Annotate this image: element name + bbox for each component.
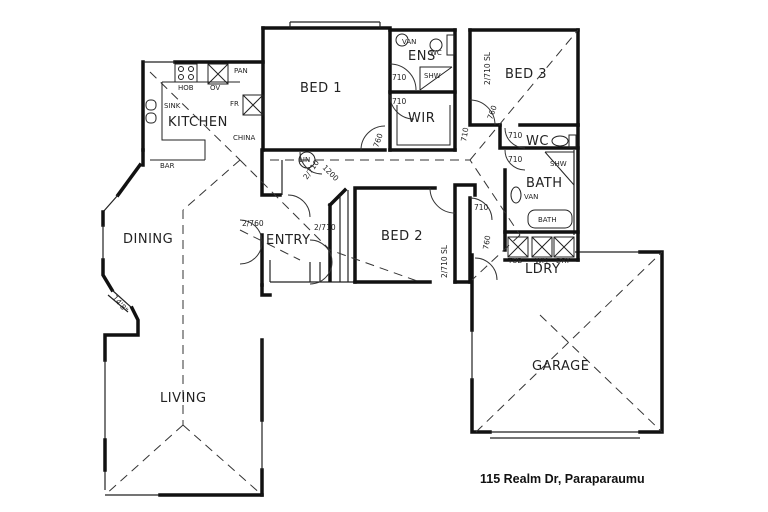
property-address: 115 Realm Dr, Paraparaumu <box>480 472 645 486</box>
fixture-bathtub: BATH <box>538 216 557 224</box>
label-fridge: FR <box>230 100 239 108</box>
dim-ens-door: 710 <box>392 73 407 82</box>
label-ens-wc: WC <box>430 49 442 57</box>
dim-bed3-wardrobe: 2/710 SL <box>483 51 492 85</box>
room-bath: BATH <box>526 176 563 191</box>
label-oven: OV <box>210 84 220 92</box>
dim-wir-door: 710 <box>392 97 407 106</box>
label-linen: LIN <box>299 156 310 164</box>
room-entry: ENTRY <box>266 233 311 248</box>
room-dining: DINING <box>123 232 173 247</box>
label-ens-vanity: VAN <box>402 38 416 46</box>
label-bath-shower: SHW <box>550 160 567 168</box>
dim-entry-left: 2/760 <box>242 219 264 228</box>
label-bath-vanity: VAN <box>524 193 538 201</box>
label-china: CHINA <box>233 134 255 142</box>
dim-closet-door: 1200 <box>321 163 341 183</box>
dim-bed2-door: 710 <box>474 203 489 212</box>
label-bar: BAR <box>160 162 175 170</box>
room-bed3: BED 3 <box>505 67 547 82</box>
fixtures <box>145 33 577 258</box>
room-wir: WIR <box>408 111 435 126</box>
room-garage: GARAGE <box>532 359 589 374</box>
label-pantry: PAN <box>234 67 248 75</box>
label-ens-shower: SHW <box>424 72 441 80</box>
label-washing-machine: WM <box>535 257 548 265</box>
label-hob: HOB <box>178 84 194 92</box>
dim-bath-door: 710 <box>508 155 523 164</box>
dim-hall-door: 710 <box>459 126 470 142</box>
label-sink: SINK <box>164 102 181 110</box>
room-wc: WC <box>526 134 549 149</box>
room-bed1: BED 1 <box>300 81 342 96</box>
room-ens: ENS <box>408 49 436 64</box>
exterior-walls <box>101 21 664 497</box>
room-bed2: BED 2 <box>381 229 423 244</box>
dim-bed2-wardrobe: 2/710 SL <box>440 244 449 278</box>
label-laundry-tub: TUB <box>507 257 522 265</box>
room-living: LIVING <box>160 391 207 406</box>
dim-ldry-door: 760 <box>481 234 492 250</box>
fixture-labels: HOB OV PAN SINK FR CHINA BAR VAN WC SHW … <box>160 38 571 265</box>
label-dryer: DRY <box>556 257 571 265</box>
room-laundry: LDRY <box>525 262 560 277</box>
dim-entry-right: 2/710 <box>314 223 336 232</box>
dim-bed1-door: 760 <box>371 132 384 149</box>
dim-wc-door: 710 <box>508 131 523 140</box>
door-swings <box>239 63 526 285</box>
roof-lines <box>104 29 663 496</box>
room-kitchen: KITCHEN <box>168 115 228 130</box>
room-labels: KITCHEN BED 1 BED 3 ENS WIR WC BATH BATH… <box>123 49 589 406</box>
